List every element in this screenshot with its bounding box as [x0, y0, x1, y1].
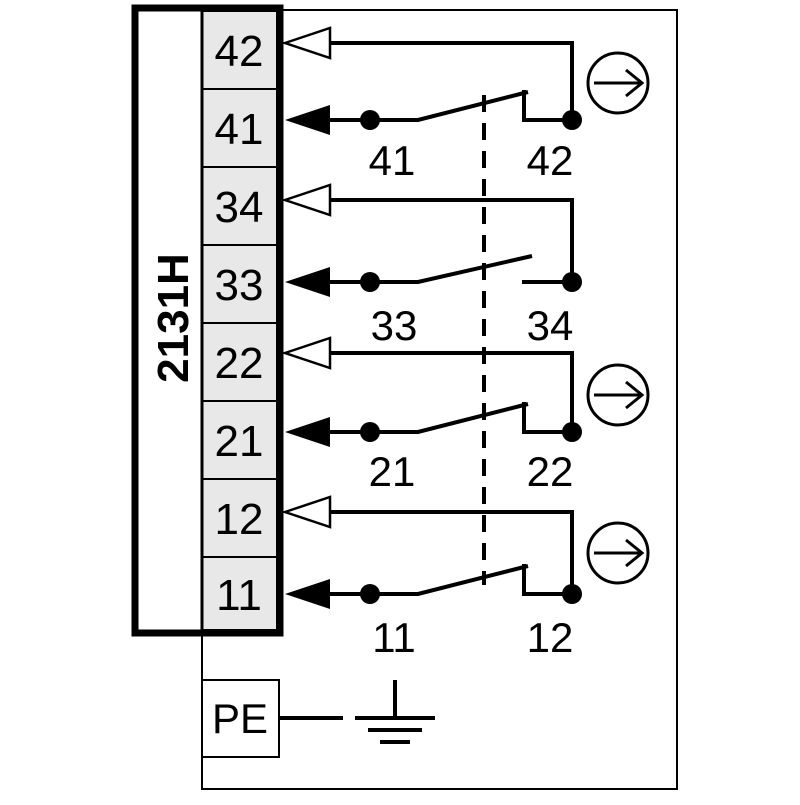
- ground-icon: [355, 680, 435, 744]
- terminal-label: 41: [215, 105, 264, 154]
- contact-label-left: 11: [372, 614, 416, 661]
- model-label: 2131H: [149, 253, 198, 383]
- contact-label-right: 12: [527, 614, 574, 661]
- terminal-label: 21: [215, 417, 264, 466]
- terminal-label: 22: [215, 339, 264, 388]
- contact-label-right: 34: [527, 302, 574, 349]
- terminal-arrow-hollow: [281, 495, 332, 529]
- contact-label-right: 42: [527, 137, 574, 184]
- contact-label-left: 41: [369, 137, 416, 184]
- contact-33-34: [281, 183, 582, 297]
- contact-21-22: [281, 336, 582, 447]
- terminal-cell: [201, 556, 278, 631]
- contact-label-left: 33: [371, 302, 418, 349]
- contact-11-12: [281, 495, 582, 609]
- contact-41-42: [281, 26, 582, 135]
- terminal-label: 34: [215, 183, 264, 232]
- terminal-arrow-filled: [285, 267, 330, 297]
- positive-opening-symbol: [586, 51, 650, 115]
- positive-opening-symbol: [586, 521, 650, 585]
- terminal-label: 11: [216, 571, 262, 620]
- pe-label: PE: [212, 695, 268, 742]
- contact-label-left: 21: [369, 448, 416, 495]
- contact-label-right: 22: [527, 448, 574, 495]
- terminal-arrow-hollow: [281, 26, 332, 60]
- terminal-cell: [201, 88, 278, 168]
- terminal-arrow-hollow: [281, 183, 332, 217]
- terminal-arrow-filled: [285, 105, 330, 135]
- terminal-label: 42: [215, 27, 264, 76]
- terminal-arrow-hollow: [281, 336, 332, 370]
- terminal-arrow-filled: [285, 579, 330, 609]
- terminal-strip: [200, 10, 278, 631]
- terminal-label: 33: [215, 261, 264, 310]
- terminal-arrow-filled: [285, 417, 330, 447]
- positive-opening-symbol: [586, 363, 650, 427]
- terminal-label: 12: [215, 495, 264, 544]
